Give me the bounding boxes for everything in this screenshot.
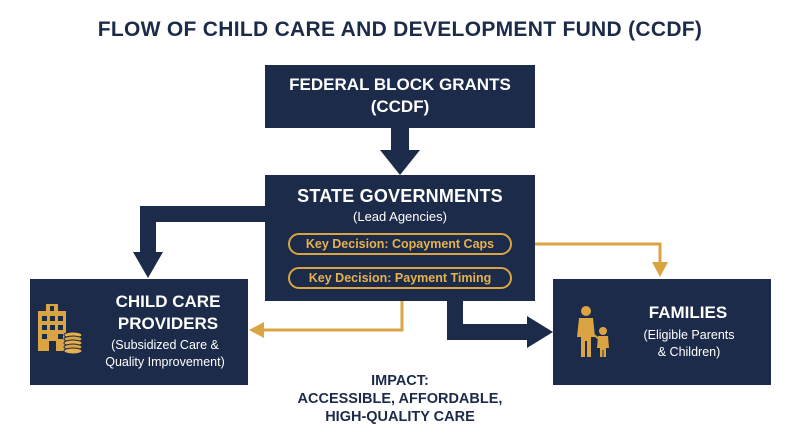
arrow-copayment-to-families-head [652,262,668,277]
providers-title: CHILD CARE PROVIDERS [88,291,248,335]
providers-line1: CHILD CARE [115,292,221,311]
arrow-federal-to-state [380,128,420,175]
parent-child-icon [577,306,609,357]
impact-line3: HIGH-QUALITY CARE [325,409,475,425]
decision-copayment-caps: Key Decision: Copayment Caps [288,233,512,255]
arrow-state-to-families-head [527,316,553,348]
arrow-state-to-families [447,300,530,340]
arrow-timing-to-providers [262,290,404,332]
providers-sub1: (Subsidized Care & [111,338,219,352]
state-title: STATE GOVERNMENTS [297,186,503,206]
families-sub1: (Eligible Parents [643,328,735,342]
families-sub2: & Children) [657,345,721,359]
impact-line2: ACCESSIBLE, AFFORDABLE, [297,391,503,407]
impact-line1: IMPACT: [371,373,429,389]
arrow-state-to-providers-head [133,252,163,278]
federal-line1: FEDERAL BLOCK GRANTS [289,75,511,94]
families-subtitle: (Eligible Parents & Children) [615,327,763,361]
arrow-copayment-to-families [512,242,662,264]
federal-block-grants-box: FEDERAL BLOCK GRANTS (CCDF) [265,65,535,128]
providers-subtitle: (Subsidized Care & Quality Improvement) [82,337,248,371]
state-governments-box: STATE GOVERNMENTS (Lead Agencies) Key De… [265,175,535,301]
decision-payment-timing: Key Decision: Payment Timing [288,267,512,289]
families-box: FAMILIES (Eligible Parents & Children) [553,279,771,385]
state-subtitle: (Lead Agencies) [353,209,447,224]
providers-line2: PROVIDERS [117,314,219,333]
arrow-timing-to-providers-head [249,322,264,338]
child-care-providers-box: CHILD CARE PROVIDERS (Subsidized Care & … [30,279,248,385]
families-title: FAMILIES [648,303,728,322]
arrow-state-to-providers [140,206,265,255]
federal-line2: (CCDF) [370,97,430,116]
diagram-title: FLOW OF CHILD CARE AND DEVELOPMENT FUND … [97,18,703,41]
providers-sub2: Quality Improvement) [105,355,225,369]
impact-statement: IMPACT: ACCESSIBLE, AFFORDABLE, HIGH-QUA… [250,372,550,426]
building-coins-icon [38,304,83,355]
